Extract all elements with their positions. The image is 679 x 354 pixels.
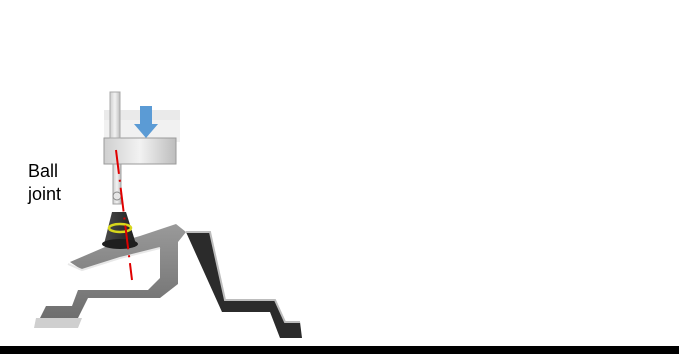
robot-resting [34,91,302,338]
push-down-arrow [134,106,158,138]
ball-joint-label-line1: Ball [28,161,59,181]
ball-joint-label-line2: joint [28,184,62,204]
ground-line [0,346,679,354]
